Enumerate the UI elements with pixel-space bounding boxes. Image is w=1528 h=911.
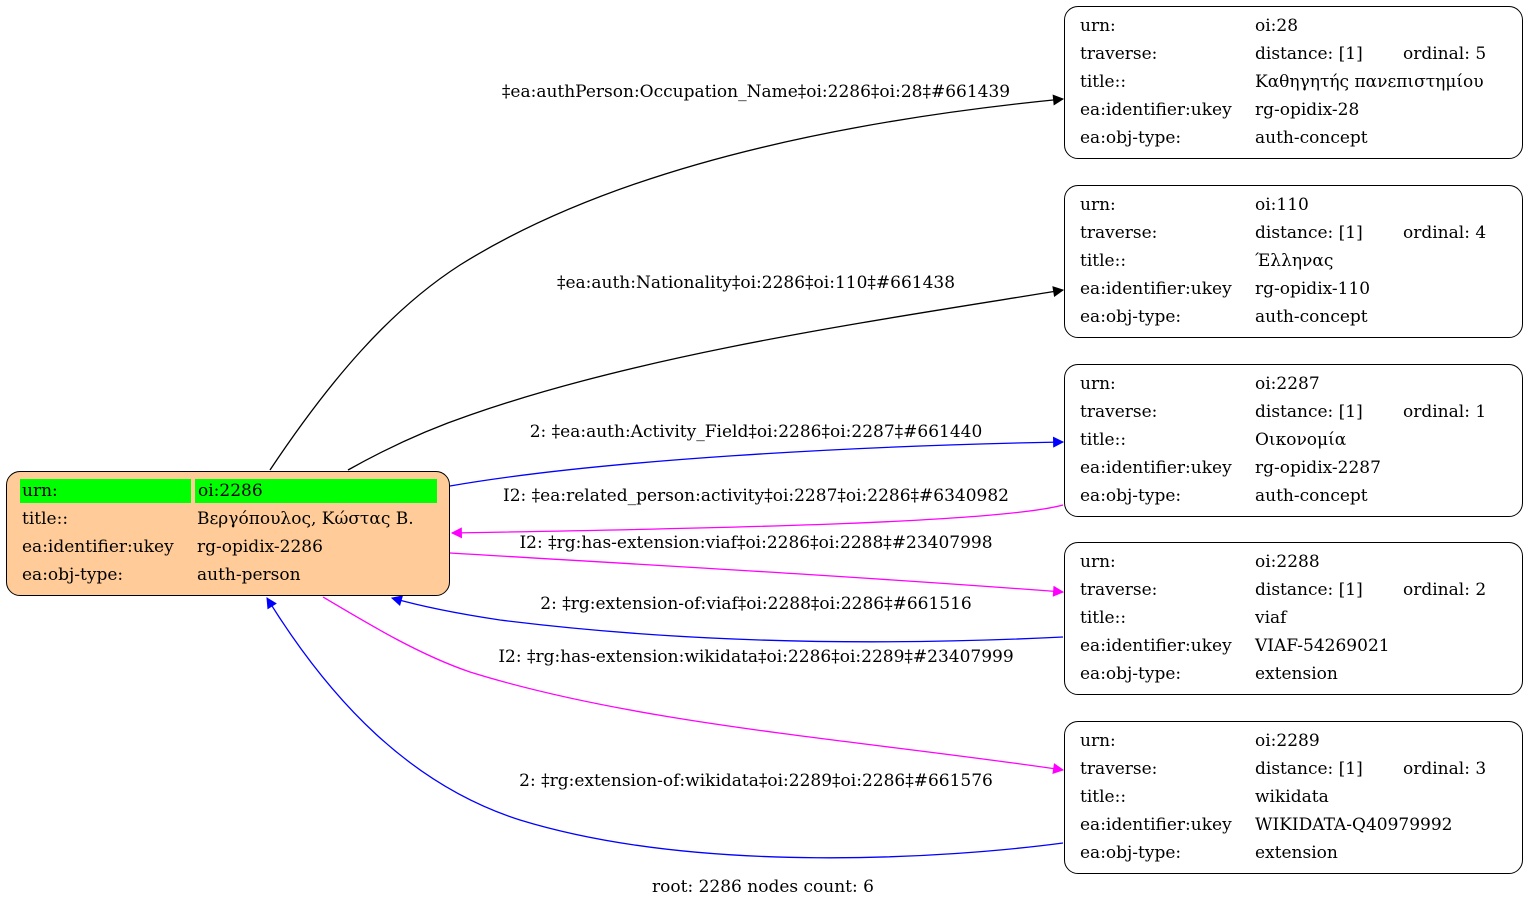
edge-label: 2: ‡rg:extension-of:wikidata‡oi:2289‡oi:…: [519, 771, 993, 791]
field-value: oi:110: [1255, 195, 1309, 215]
edge-extension-of-wikidata: [266, 597, 1064, 859]
field-label: ea:obj-type:: [1080, 307, 1182, 327]
field-value: Έλληνας: [1255, 251, 1334, 271]
edge-label: I2: ‡rg:has-extension:wikidata‡oi:2286‡o…: [498, 647, 1014, 667]
field-label: traverse:: [1080, 223, 1158, 243]
field-label: traverse:: [1080, 44, 1158, 64]
field-label: ea:identifier:ukey: [1080, 815, 1232, 835]
field-value: Καθηγητής πανεπιστημίου: [1255, 72, 1484, 92]
edge-label: ‡ea:auth:Nationality‡oi:2286‡oi:110‡#661…: [556, 273, 956, 293]
field-value: extension: [1255, 664, 1338, 684]
field-label: urn:: [1080, 195, 1116, 215]
edge-label: 2: ‡ea:auth:Activity_Field‡oi:2286‡oi:22…: [529, 422, 983, 442]
distance-value: distance: [1]: [1255, 223, 1363, 243]
field-label: title::: [1080, 787, 1127, 807]
field-label: ea:obj-type:: [22, 565, 124, 585]
field-label: ea:obj-type:: [1080, 128, 1182, 148]
field-value: oi:28: [1255, 16, 1299, 36]
field-value: VIAF-54269021: [1255, 636, 1390, 656]
distance-value: distance: [1]: [1255, 759, 1363, 779]
edge-nationality: [347, 286, 1065, 471]
graph-footer: root: 2286 nodes count: 6: [652, 877, 874, 897]
field-value: rg-opidix-2287: [1255, 458, 1381, 478]
node-oi-2287[interactable]: urn: oi:2287 traverse: distance: [1] ordina…: [1064, 364, 1523, 517]
node-oi-2289[interactable]: urn: oi:2289 traverse: distance: [1] ordina…: [1064, 721, 1523, 874]
ordinal-value: ordinal: 3: [1403, 759, 1487, 779]
field-label: title::: [1080, 608, 1127, 628]
field-label: urn:: [1080, 731, 1116, 751]
field-label: urn:: [1080, 552, 1116, 572]
field-value: oi:2288: [1255, 552, 1320, 572]
field-label: title::: [1080, 72, 1127, 92]
field-value: rg-opidix-2286: [197, 537, 323, 557]
field-label: ea:identifier:ukey: [22, 537, 174, 557]
field-label: traverse:: [1080, 402, 1158, 422]
field-value: wikidata: [1255, 787, 1329, 807]
field-label: title::: [22, 509, 69, 529]
edge-has-extension-viaf: [449, 552, 1065, 597]
field-value: oi:2289: [1255, 731, 1320, 751]
field-label: urn:: [1080, 374, 1116, 394]
field-value: extension: [1255, 843, 1338, 863]
field-label: ea:identifier:ukey: [1080, 279, 1232, 299]
edge-label: 2: ‡rg:extension-of:viaf‡oi:2288‡oi:2286…: [540, 594, 972, 614]
ordinal-value: ordinal: 4: [1403, 223, 1487, 243]
field-value: oi:2286: [195, 479, 437, 503]
field-label: traverse:: [1080, 759, 1158, 779]
field-label: urn:: [1080, 16, 1116, 36]
field-label: ea:identifier:ukey: [1080, 458, 1232, 478]
field-value: rg-opidix-110: [1255, 279, 1371, 299]
field-label: ea:obj-type:: [1080, 843, 1182, 863]
field-label: traverse:: [1080, 580, 1158, 600]
edge-extension-of-viaf: [390, 595, 1064, 643]
field-label: ea:identifier:ukey: [1080, 636, 1232, 656]
root-node[interactable]: urn: oi:2286 title:: Βεργόπουλος, Κώστας…: [6, 471, 450, 596]
field-label: ea:obj-type:: [1080, 486, 1182, 506]
field-value: rg-opidix-28: [1255, 100, 1360, 120]
node-oi-28[interactable]: urn: oi:28 traverse: distance: [1] ordinal:…: [1064, 6, 1523, 159]
distance-value: distance: [1]: [1255, 402, 1363, 422]
distance-value: distance: [1]: [1255, 580, 1363, 600]
node-oi-2288[interactable]: urn: oi:2288 traverse: distance: [1] ordina…: [1064, 542, 1523, 695]
field-value: WIKIDATA-Q40979992: [1255, 815, 1453, 835]
edge-label: I2: ‡rg:has-extension:viaf‡oi:2286‡oi:22…: [519, 533, 993, 553]
field-value: auth-concept: [1255, 486, 1368, 506]
field-label: title::: [1080, 251, 1127, 271]
ordinal-value: ordinal: 5: [1403, 44, 1487, 64]
edge-activity-field: [449, 436, 1065, 487]
field-value: Οικονομία: [1255, 430, 1347, 450]
edge-has-extension-wikidata: [322, 596, 1065, 774]
field-label: ea:identifier:ukey: [1080, 100, 1232, 120]
field-value: oi:2287: [1255, 374, 1320, 394]
field-label: title::: [1080, 430, 1127, 450]
edge-label: I2: ‡ea:related_person:activity‡oi:2287‡…: [502, 486, 1010, 506]
edge-label: ‡ea:authPerson:Occupation_Name‡oi:2286‡o…: [501, 82, 1011, 102]
node-oi-110[interactable]: urn: oi:110 traverse: distance: [1] ordinal…: [1064, 185, 1523, 338]
field-label: urn:: [20, 479, 191, 503]
ordinal-value: ordinal: 1: [1403, 402, 1487, 422]
distance-value: distance: [1]: [1255, 44, 1363, 64]
field-value: Βεργόπουλος, Κώστας Β.: [197, 509, 414, 529]
field-value: auth-person: [197, 565, 301, 585]
field-value: viaf: [1255, 608, 1287, 628]
field-value: auth-concept: [1255, 307, 1368, 327]
edge-occupation: [269, 94, 1065, 471]
edge-related-person-activity: [450, 504, 1064, 539]
field-value: auth-concept: [1255, 128, 1368, 148]
ordinal-value: ordinal: 2: [1403, 580, 1487, 600]
field-label: ea:obj-type:: [1080, 664, 1182, 684]
